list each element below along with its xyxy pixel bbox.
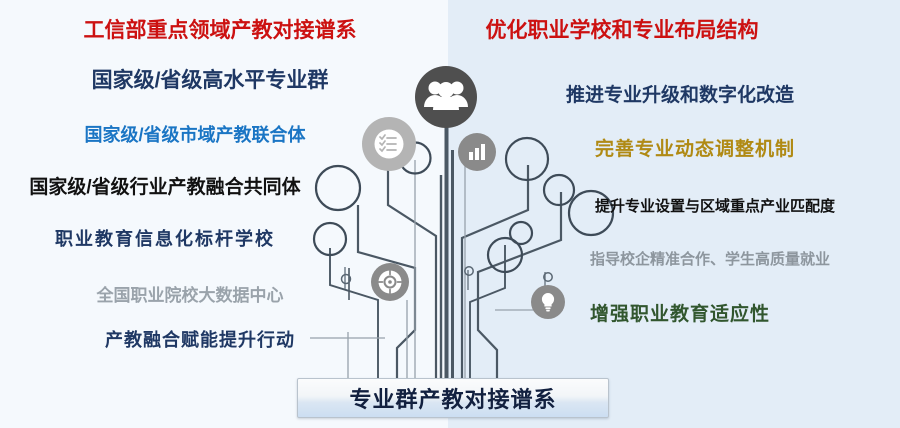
bottom-banner-inner: 专业群产教对接谱系 bbox=[301, 381, 605, 415]
right-item-4: 指导校企精准合作、学生高质量就业 bbox=[589, 251, 830, 268]
left-item-6: 产教融合赋能提升行动 bbox=[105, 330, 295, 350]
left-item-3: 国家级/省级行业产教融合共同体 bbox=[29, 177, 301, 198]
left-column-title: 工信部重点领域产教对接谱系 bbox=[83, 19, 357, 42]
left-item-4: 职业教育信息化标杆学校 bbox=[55, 229, 275, 249]
bottom-banner: 专业群产教对接谱系 bbox=[297, 378, 609, 418]
right-item-1: 推进专业升级和数字化改造 bbox=[565, 85, 794, 106]
left-item-2: 国家级/省级市域产教联合体 bbox=[84, 125, 306, 145]
tree-node-checklist bbox=[362, 117, 416, 171]
right-column-title: 优化职业学校和专业布局结构 bbox=[485, 19, 759, 42]
right-item-5: 增强职业教育适应性 bbox=[589, 304, 770, 325]
tree-node-lightbulb bbox=[531, 285, 565, 319]
tree-node-people-group bbox=[415, 66, 477, 128]
background-panel-left bbox=[0, 0, 448, 428]
left-item-5: 全国职业院校大数据中心 bbox=[96, 286, 284, 305]
right-item-2: 完善专业动态调整机制 bbox=[594, 139, 795, 160]
right-item-3: 提升专业设置与区域重点产业匹配度 bbox=[594, 198, 835, 215]
bottom-banner-label: 专业群产教对接谱系 bbox=[349, 387, 557, 412]
background-panel-right bbox=[448, 0, 900, 428]
tree-node-target bbox=[371, 263, 409, 301]
tree-node-bar-chart bbox=[458, 133, 496, 171]
left-item-1: 国家级/省级高水平专业群 bbox=[91, 69, 329, 92]
